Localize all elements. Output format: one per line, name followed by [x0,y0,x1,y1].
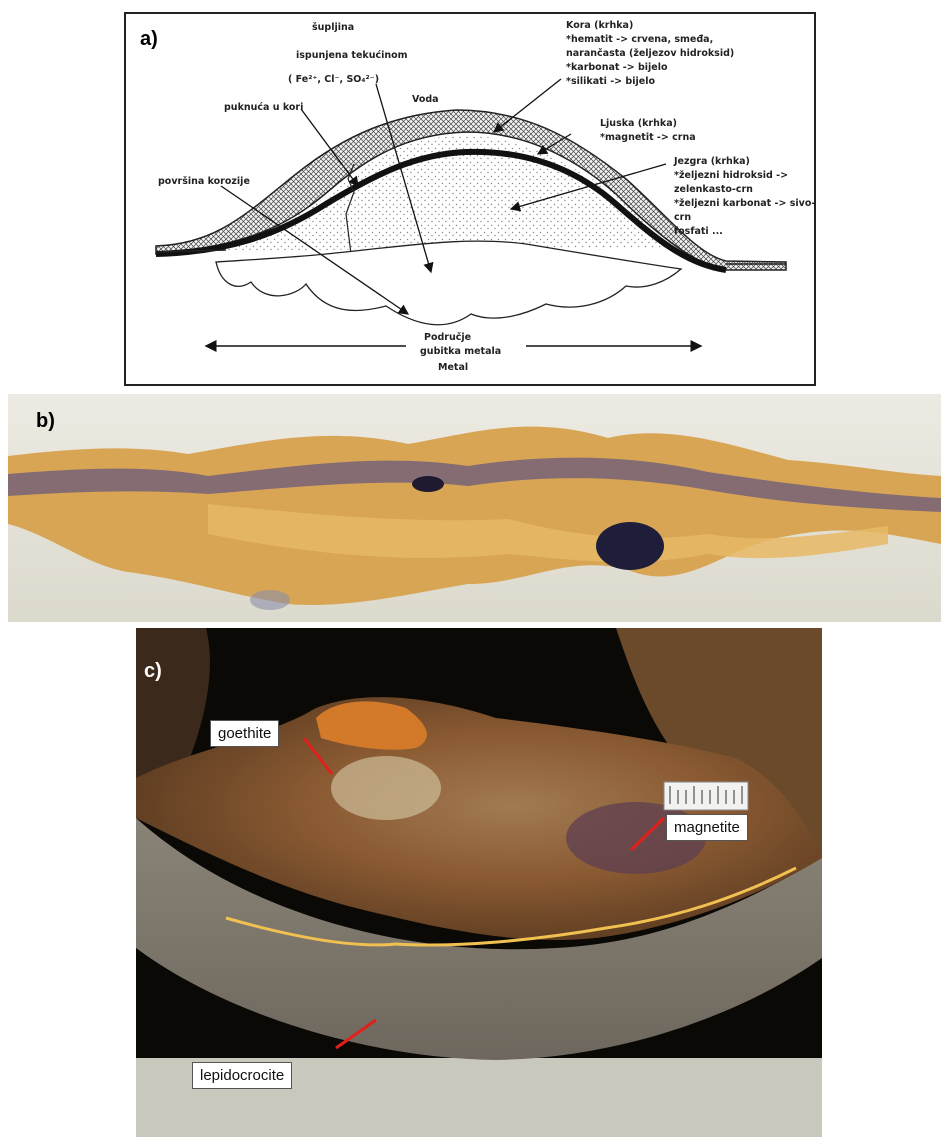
label-crust-4: *silikati -> bijelo [566,76,655,87]
label-core-5: fosfati ... [674,226,723,237]
label-shell-title: Ljuska (krhka) [600,118,677,129]
label-core-3: *željezni karbonat -> sivo- [674,198,814,209]
panel-a-diagram: a) [124,12,816,386]
label-shell-1: *magnetit -> crna [600,132,696,143]
label-metal-loss-1: Područje [424,332,471,343]
label-core-1: *željezni hidroksid -> [674,170,788,181]
panel-b-photo: b) [8,394,941,622]
label-crust-title: Kora (krhka) [566,20,633,31]
lepidocrocite-label: lepidocrocite [192,1062,292,1089]
goethite-label: goethite [210,720,279,747]
label-crust-1: *hematit -> crvena, smeđa, [566,34,713,45]
corrosion-cross-section-photo [8,394,941,622]
pipe-corrosion-photo [136,628,822,1137]
label-core-4: crn [674,212,691,223]
white-deposit [331,756,441,820]
label-crack: puknuća u kori [224,102,303,113]
label-crust-2: narančasta (željezov hidroksid) [566,48,734,59]
label-metal: Metal [438,362,468,373]
panel-c-letter: c) [144,660,162,683]
label-cavity-1: šupljina [312,22,354,33]
magnetite-label: magnetite [666,814,748,841]
panel-c-photo: c) goethite magnetite lepidocrocite [136,628,822,1137]
label-cavity-2: ispunjena tekućinom [296,50,408,61]
label-corrosion-surface: površina korozije [158,176,250,187]
label-water: Voda [412,94,439,105]
label-crust-3: *karbonat -> bijelo [566,62,668,73]
metal-loss-pit [216,241,681,325]
dark-magnetite-patch [596,522,664,570]
panel-b-letter: b) [36,410,55,433]
label-core-title: Jezgra (krhka) [673,156,750,167]
label-metal-loss-2: gubitka metala [420,346,501,357]
grey-stain [250,590,290,610]
label-ions: ( Fe²⁺, Cl⁻, SO₄²⁻) [288,74,379,85]
dark-inclusion [412,476,444,492]
tubercle-schematic: šupljina ispunjena tekućinom ( Fe²⁺, Cl⁻… [126,14,814,384]
panel-a-letter: a) [140,28,158,51]
scale-bar [664,782,748,810]
label-core-2: zelenkasto-crn [674,184,753,195]
